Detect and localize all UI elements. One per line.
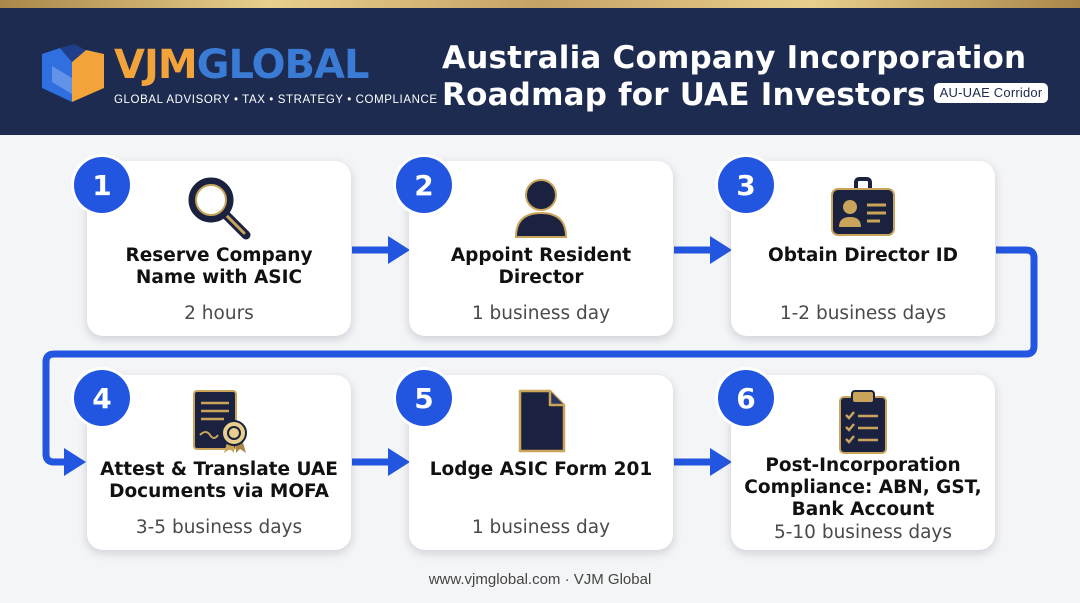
step-card-6: Post-Incorporation Compliance: ABN, GST,… [731,375,995,550]
step-duration-3: 1-2 business days [779,303,947,324]
gold-top-strip [0,0,1080,8]
brand-tagline: GLOBAL ADVISORY • TAX • STRATEGY • COMPL… [114,94,438,106]
step-card-3: Obtain Director ID 1-2 business days [731,161,995,336]
step-number-4: 4 [74,370,130,426]
step-duration-4: 3-5 business days [135,517,303,538]
id-card-icon [831,177,895,236]
page-title: Australia Company Incorporation Roadmap … [442,40,1049,114]
clipboard-checklist-icon [839,390,887,454]
arrow-1-to-2 [352,236,410,264]
corridor-badge: AU-UAE Corridor [933,82,1049,103]
step-number-3: 3 [718,157,774,213]
step-title-4: Attest & Translate UAE Documents via MOF… [100,459,338,502]
document-icon [518,389,566,453]
arrow-2-to-3 [674,236,732,264]
step-number-6: 6 [718,370,774,426]
step-number-2: 2 [396,157,452,213]
step-card-5: Lodge ASIC Form 201 1 business day [409,375,673,550]
step-card-4: Attest & Translate UAE Documents via MOF… [87,375,351,550]
step-duration-5: 1 business day [471,517,611,538]
step-title-1: Reserve Company Name with ASIC [125,245,313,288]
step-title-6: Post-Incorporation Compliance: ABN, GST,… [744,455,982,520]
step-duration-6: 5-10 business days [773,522,953,543]
title-line-2-text: Roadmap for UAE Investors [442,77,926,113]
step-card-1: Reserve Company Name with ASIC 2 hours [87,161,351,336]
arrow-5-to-6 [674,448,732,476]
brand-name-global: GLOBAL [196,42,370,88]
step-duration-2: 1 business day [471,303,611,324]
brand-name: VJMGLOBAL [114,40,369,90]
magnifying-glass-icon [188,177,251,240]
person-icon [514,179,568,238]
step-title-3: Obtain Director ID [768,245,958,266]
step-number-1: 1 [74,157,130,213]
connector-row1-to-row2 [42,246,1038,466]
certificate-icon [193,390,247,453]
arrow-4-to-5 [352,448,410,476]
brand-name-vjm: VJM [114,42,198,88]
header-banner: VJMGLOBAL GLOBAL ADVISORY • TAX • STRATE… [0,8,1080,135]
vjm-global-logo[interactable]: VJMGLOBAL GLOBAL ADVISORY • TAX • STRATE… [38,42,437,114]
step-card-2: Appoint Resident Director 1 business day [409,161,673,336]
step-number-5: 5 [396,370,452,426]
footer-website[interactable]: www.vjmglobal.com · VJM Global [428,571,652,588]
arrow-into-4 [64,448,86,476]
step-duration-1: 2 hours [184,303,254,324]
logo-mark-icon [42,44,104,102]
title-line-1: Australia Company Incorporation [442,40,1027,76]
step-title-5: Lodge ASIC Form 201 [429,459,653,480]
step-title-2: Appoint Resident Director [450,245,632,288]
title-line-2: Roadmap for UAE Investors AU-UAE Corridor [442,77,1049,114]
